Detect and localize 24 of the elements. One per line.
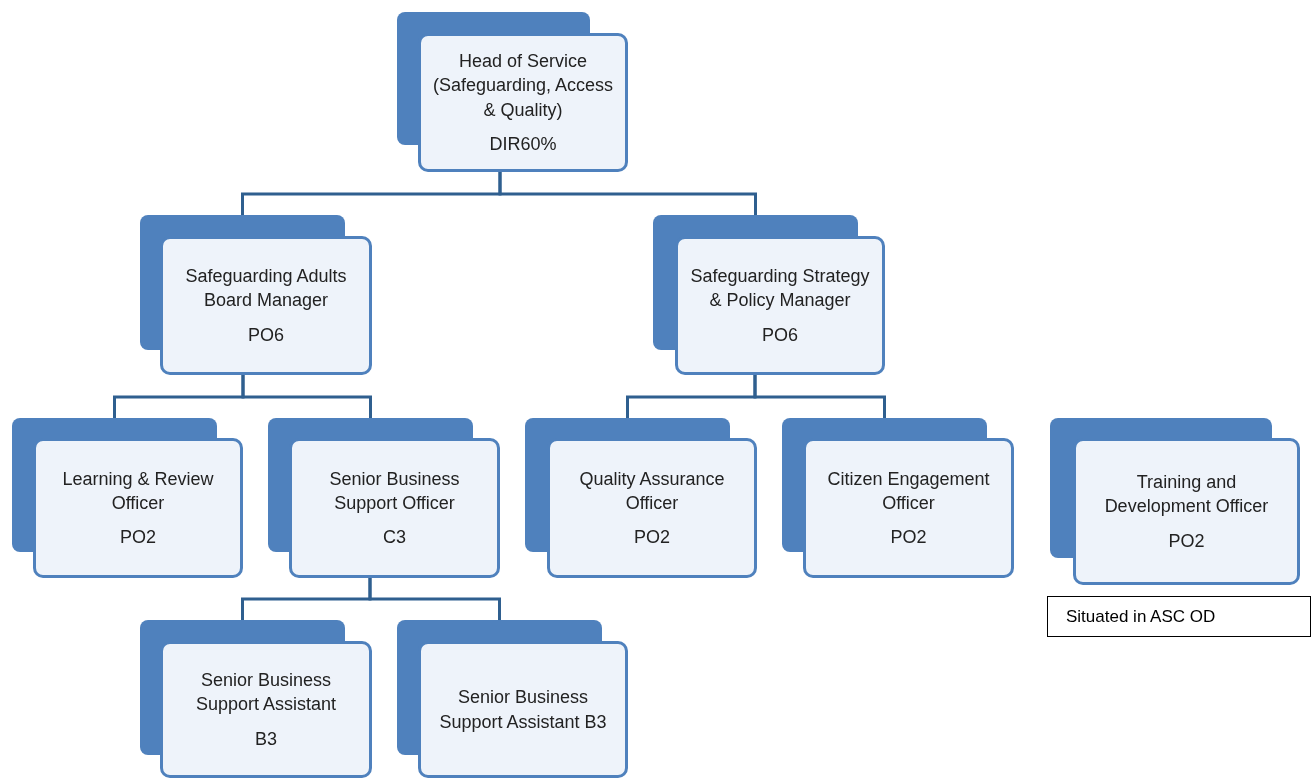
role-title: Training and Development Officer (1103, 471, 1270, 519)
grade-label: PO6 (762, 323, 798, 347)
grade-label: PO2 (890, 526, 927, 550)
grade-label: PO2 (634, 526, 670, 550)
connector-line (753, 375, 886, 418)
role-title: Safeguarding Adults Board Manager (184, 265, 348, 313)
grade-label: PO2 (1168, 529, 1205, 553)
connector-line (368, 578, 501, 620)
grade-label: DIR60% (489, 132, 557, 156)
grade-label: B3 (255, 727, 277, 751)
role-title: Quality Assurance Officer (578, 467, 726, 515)
role-title: Head of Service (Safeguarding, Access & Quality) (431, 49, 615, 122)
note-box: Situated in ASC OD (1047, 596, 1311, 637)
grade-label: PO2 (120, 526, 156, 550)
role-title: Senior Business Support Assistant (194, 669, 338, 717)
role-title: Senior Business Support Assistant B3 (438, 686, 608, 734)
role-title: Safeguarding Strategy & Policy Manager (689, 265, 871, 313)
role-title: Learning & Review Officer (61, 467, 215, 515)
connector-line (241, 375, 372, 418)
role-title: Senior Business Support Officer (328, 467, 461, 515)
connector-line (498, 172, 757, 215)
grade-label: C3 (383, 526, 406, 550)
grade-label: PO6 (248, 323, 284, 347)
role-title: Citizen Engagement Officer (826, 467, 991, 515)
